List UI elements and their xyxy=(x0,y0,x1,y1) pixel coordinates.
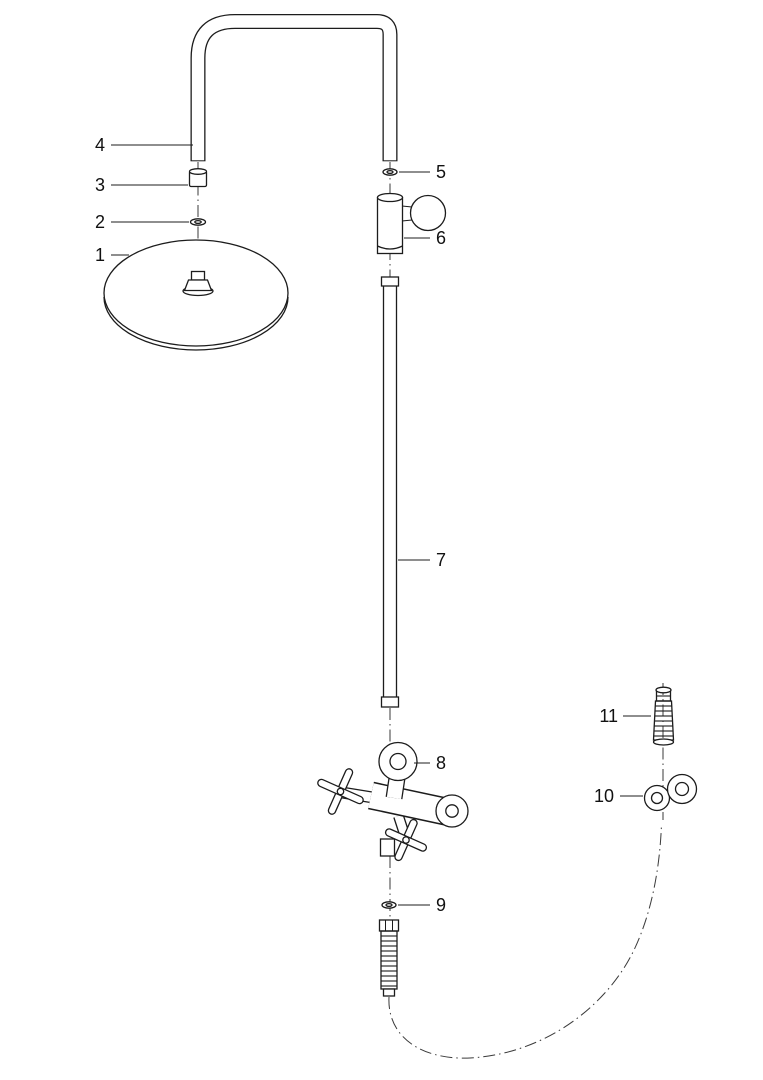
hose-end-connector xyxy=(378,919,400,997)
callout-label: 7 xyxy=(436,550,446,570)
callout-8: 8 xyxy=(414,753,446,773)
washer-inner xyxy=(386,169,394,175)
callout-label: 4 xyxy=(95,135,105,155)
callout-1: 1 xyxy=(95,245,129,265)
handle-hub xyxy=(336,787,345,796)
bottom-cross-handle xyxy=(384,818,428,862)
pipe-collar-bottom xyxy=(380,696,400,708)
part-11-hose-nipple xyxy=(652,686,675,746)
mixer-outlet xyxy=(379,838,396,857)
union-flange xyxy=(409,194,447,232)
part-5-seal-washer xyxy=(382,168,398,176)
pipe-collar-top xyxy=(380,276,400,287)
callout-4: 4 xyxy=(95,135,193,155)
union-neck-bottom xyxy=(401,219,413,222)
connector-nut xyxy=(378,919,400,932)
callout-label: 3 xyxy=(95,175,105,195)
callout-label: 2 xyxy=(95,212,105,232)
union-collar-line xyxy=(377,245,403,250)
washer-inner xyxy=(194,219,202,225)
nipple-bottom-face xyxy=(652,738,675,746)
callout-6: 6 xyxy=(404,228,446,248)
callout-label: 9 xyxy=(436,895,446,915)
hose-centerline xyxy=(388,823,662,1059)
union-cylinder xyxy=(376,196,404,255)
callout-label: 10 xyxy=(594,786,614,806)
bottom-stem-body xyxy=(394,814,409,838)
part-6-wall-union xyxy=(376,192,447,255)
top-flange-hub xyxy=(389,752,407,771)
mixer-body xyxy=(368,783,451,825)
nut-top-face xyxy=(188,168,208,175)
washer-inner xyxy=(385,902,393,908)
callout-10: 10 xyxy=(594,786,643,806)
callout-9: 9 xyxy=(398,895,446,915)
callout-label: 1 xyxy=(95,245,105,265)
nipple-top-face xyxy=(655,686,672,694)
part-10-wall-bracket xyxy=(643,773,698,812)
callout-label: 11 xyxy=(599,706,618,726)
shower-arm-body xyxy=(191,15,397,161)
callout-5: 5 xyxy=(399,162,446,182)
callout-3: 3 xyxy=(95,175,188,195)
union-neck-top xyxy=(401,205,413,208)
callout-7: 7 xyxy=(398,550,446,570)
hub-collar xyxy=(183,279,213,292)
callout-2: 2 xyxy=(95,212,189,232)
union-top-face xyxy=(376,192,404,203)
part-7-riser-pipe xyxy=(380,276,400,708)
part-9-seal-washer xyxy=(381,901,397,909)
nipple-ribbed-cone xyxy=(652,700,675,741)
part-3-union-nut xyxy=(188,168,208,188)
bracket-holder-bore xyxy=(650,791,664,805)
callout-11: 11 xyxy=(599,706,651,726)
part-1-shower-head xyxy=(103,239,289,351)
callout-label: 5 xyxy=(436,162,446,182)
callout-label: 6 xyxy=(436,228,446,248)
callout-label: 8 xyxy=(436,753,446,773)
connector-ribbed-body xyxy=(380,930,398,990)
connector-tip xyxy=(382,988,396,997)
part-8-mixer-valve xyxy=(317,741,469,862)
part-4-shower-arm xyxy=(190,14,398,162)
part-2-seal-washer xyxy=(189,218,207,226)
handle-hub xyxy=(402,836,410,844)
shower-head-rim xyxy=(103,296,289,351)
right-flange-hub xyxy=(445,804,459,818)
bracket-flange-hub xyxy=(674,781,690,797)
top-neck-body xyxy=(386,776,405,800)
pipe-body xyxy=(382,278,398,707)
hub-stem xyxy=(190,270,206,281)
left-cross-handle xyxy=(317,768,364,815)
shower-arm-outline xyxy=(190,14,398,161)
